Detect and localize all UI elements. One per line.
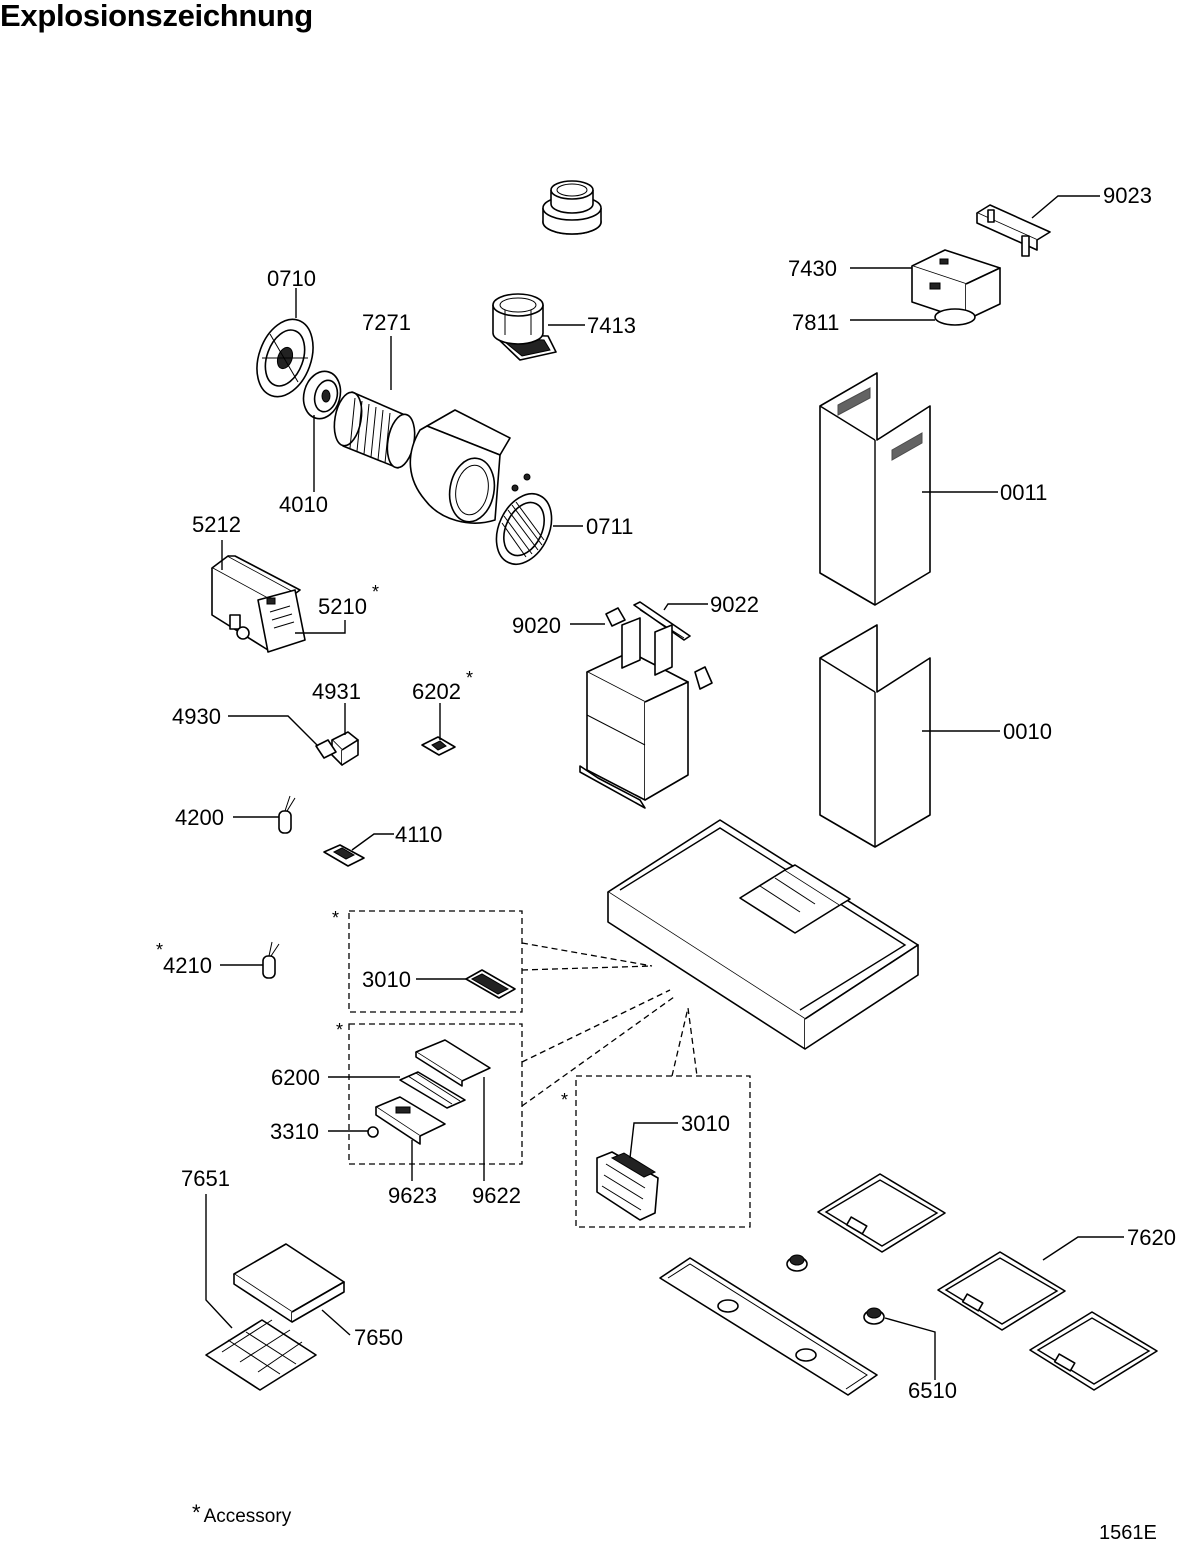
accessory-star-6202: * xyxy=(466,668,473,688)
fan-housing-drawing xyxy=(409,409,531,524)
part-7413-drawing xyxy=(492,293,557,361)
label-7271: 7271 xyxy=(362,310,411,335)
part-6510-drawing xyxy=(786,1254,885,1325)
label-6202: 6202 xyxy=(412,679,461,704)
label-4200: 4200 xyxy=(175,805,224,830)
label-7620: 7620 xyxy=(1127,1225,1176,1250)
part-7620-drawing xyxy=(817,1173,1158,1391)
document-number: 1561E xyxy=(1099,1522,1157,1544)
part-7811-drawing xyxy=(934,308,976,326)
label-6510: 6510 xyxy=(908,1378,957,1403)
part-3010b-drawing xyxy=(596,1151,659,1221)
label-5212: 5212 xyxy=(192,512,241,537)
label-9622: 9622 xyxy=(472,1183,521,1208)
part-7650-drawing xyxy=(233,1243,345,1323)
part-9023-drawing xyxy=(976,204,1051,257)
label-7430: 7430 xyxy=(788,256,837,281)
part-4930-drawing xyxy=(315,739,337,759)
part-9020-drawing xyxy=(605,607,626,627)
part-7651-drawing xyxy=(205,1319,317,1391)
label-9022: 9022 xyxy=(710,592,759,617)
part-4010-drawing xyxy=(302,370,342,420)
label-7651: 7651 xyxy=(181,1166,230,1191)
label-5210: 5210 xyxy=(318,594,367,619)
label-4110: 4110 xyxy=(395,822,442,847)
label-6200: 6200 xyxy=(271,1065,320,1090)
part-0710-drawing xyxy=(256,318,314,398)
front-panel-drawing xyxy=(659,1257,878,1396)
label-9623: 9623 xyxy=(388,1183,437,1208)
accessory-footnote: *Accessory xyxy=(192,1500,291,1528)
part-7271-drawing xyxy=(333,391,416,469)
accessory-star-box3: * xyxy=(561,1090,568,1110)
leader-lines xyxy=(205,195,1124,1380)
accessory-box-3 xyxy=(575,1007,751,1228)
accessory-box-2 xyxy=(348,989,675,1165)
part-4200-drawing xyxy=(278,795,296,834)
label-3010-b: 3010 xyxy=(681,1111,730,1136)
hood-body-drawing xyxy=(607,819,919,1050)
label-0010: 0010 xyxy=(1003,719,1052,744)
label-9020: 9020 xyxy=(512,613,561,638)
part-0711-drawing xyxy=(495,493,553,565)
label-7650: 7650 xyxy=(354,1325,403,1350)
motor-box-drawing xyxy=(579,617,713,809)
accessory-box-1 xyxy=(348,910,653,1013)
part-9622-drawing xyxy=(415,1039,491,1087)
label-0011: 0011 xyxy=(1000,480,1047,505)
footnote-text: Accessory xyxy=(203,1506,292,1527)
label-9023: 9023 xyxy=(1103,183,1152,208)
part-4210-drawing xyxy=(262,941,280,979)
part-0010-drawing xyxy=(819,624,931,848)
label-0711: 0711 xyxy=(586,514,633,539)
label-0710: 0710 xyxy=(267,266,316,291)
label-3010-a: 3010 xyxy=(362,967,411,992)
accessory-star-box2: * xyxy=(336,1020,343,1040)
label-7811: 7811 xyxy=(792,310,839,335)
footnote-star: * xyxy=(192,1500,201,1525)
duct-collar-top xyxy=(542,180,602,235)
part-4110-drawing xyxy=(323,844,365,867)
part-9623-drawing xyxy=(375,1096,446,1145)
label-4931: 4931 xyxy=(312,679,361,704)
label-3310: 3310 xyxy=(270,1119,319,1144)
label-4010: 4010 xyxy=(279,492,328,517)
accessory-star-5210: * xyxy=(372,582,379,602)
part-5210-drawing xyxy=(257,589,306,653)
label-4210: 4210 xyxy=(163,953,212,978)
part-6202-drawing xyxy=(421,736,456,756)
part-4931-drawing xyxy=(331,731,359,766)
part-3010a-drawing xyxy=(465,969,516,999)
label-7413: 7413 xyxy=(587,313,636,338)
part-3310-drawing xyxy=(367,1126,379,1138)
part-0011-drawing xyxy=(819,372,931,606)
accessory-star-4210: * xyxy=(156,940,163,960)
page-title: Explosionszeichnung xyxy=(0,0,313,33)
accessory-star-box1: * xyxy=(332,908,339,928)
label-4930: 4930 xyxy=(172,704,221,729)
part-7430-drawing xyxy=(911,249,1001,321)
part-6200-drawing xyxy=(399,1071,466,1109)
